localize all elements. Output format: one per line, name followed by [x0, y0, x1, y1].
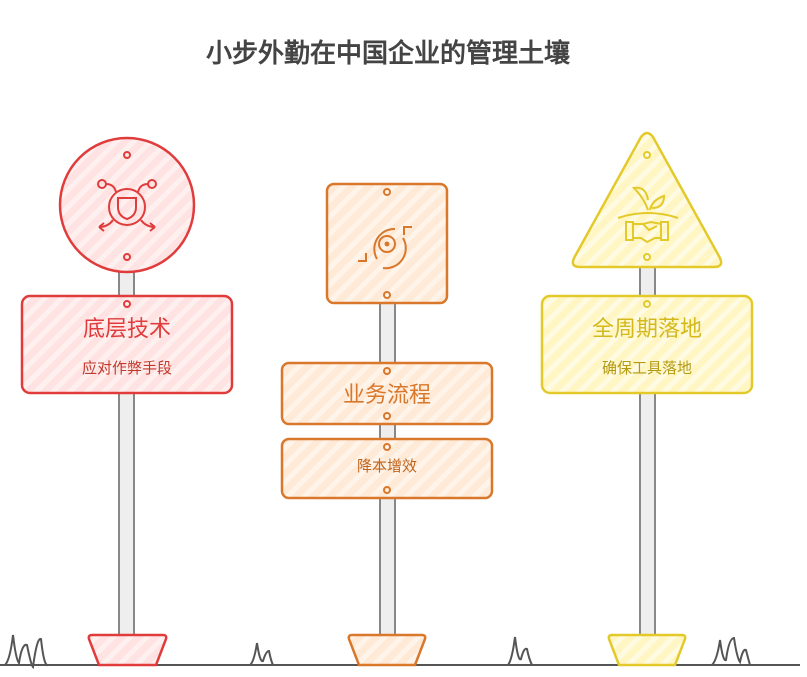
sign-title: 全周期落地 [592, 317, 702, 342]
sign-board [540, 294, 754, 395]
shield-network-icon [97, 179, 157, 232]
sign-base [87, 633, 168, 667]
sign-board [20, 294, 234, 395]
sign-title: 业务流程 [343, 383, 431, 408]
sign-base [607, 633, 687, 667]
plant-handshake-icon [617, 186, 679, 244]
sign-subtitle: 确保工具落地 [602, 359, 692, 377]
gear-cycle-icon [358, 226, 412, 270]
sign-board [280, 437, 494, 500]
grass-icon [507, 636, 533, 666]
grass-icon [711, 636, 751, 666]
sign-circle [58, 136, 196, 274]
sign-business-process: 业务流程 降本增效 [280, 182, 494, 667]
sign-board [280, 361, 494, 426]
grass-icon [4, 634, 49, 670]
sign-title: 底层技术 [83, 317, 171, 342]
sign-underlying-tech: 底层技术 应对作弊手段 [20, 136, 234, 667]
sign-full-cycle: 全周期落地 确保工具落地 [540, 131, 754, 667]
sign-base [347, 633, 427, 667]
sign-subtitle: 降本增效 [357, 457, 417, 475]
page-title: 小步外勤在中国企业的管理土壤 [206, 38, 571, 69]
sign-subtitle: 应对作弊手段 [82, 359, 172, 377]
grass-icon [249, 642, 274, 666]
